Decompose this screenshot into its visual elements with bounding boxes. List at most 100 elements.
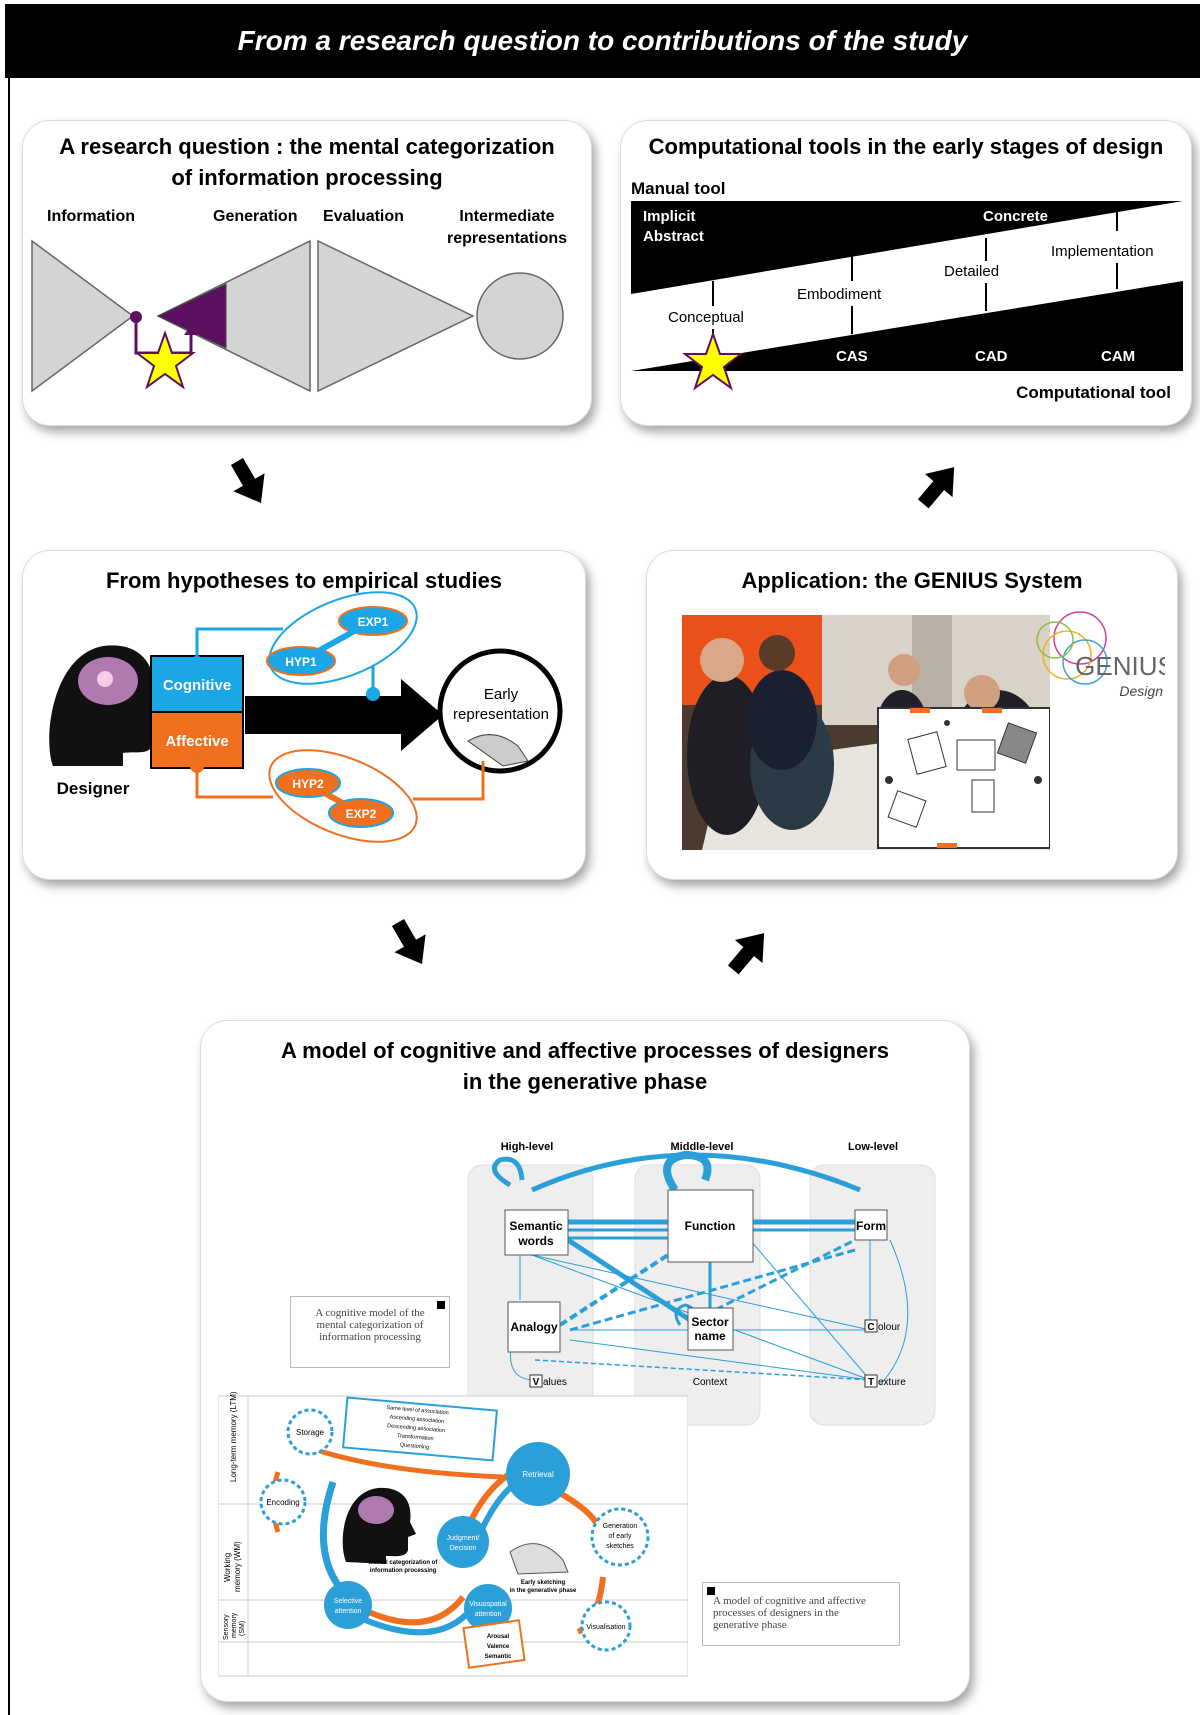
computational-tool-label: Computational tool xyxy=(1016,383,1171,402)
values-letter: V xyxy=(533,1377,540,1388)
sm-label: (SM) xyxy=(239,1621,246,1636)
association-item: Ascending association xyxy=(389,1414,444,1425)
cad-label: CAD xyxy=(975,348,1008,365)
hyp1-exp1-link xyxy=(311,626,360,657)
ltm-label: Long-term memory (LTM) xyxy=(229,1392,238,1482)
link-dot xyxy=(190,656,204,670)
storage-label: Storage xyxy=(296,1428,325,1437)
note-marker xyxy=(707,1587,715,1595)
information-triangle xyxy=(31,239,135,393)
note-line: mental categorization of xyxy=(316,1319,424,1331)
judgment-node xyxy=(437,1516,489,1568)
exp2-link xyxy=(413,761,485,801)
generation-label: Generation xyxy=(603,1523,638,1530)
generation-label: of early xyxy=(609,1533,632,1540)
link-dot xyxy=(190,759,204,773)
association-item: Descending association xyxy=(387,1423,445,1434)
sketch-hand-icon xyxy=(467,734,529,767)
encoding-node xyxy=(259,1478,307,1526)
flow-arc xyxy=(356,1605,476,1636)
texture-rest: exture xyxy=(878,1377,906,1388)
association-box xyxy=(342,1396,498,1462)
hyp1-label: HYP1 xyxy=(285,655,317,669)
note-cognitive-model: A cognitive model of the mental categori… xyxy=(290,1296,450,1368)
photo-scene xyxy=(682,615,1050,850)
main-arrow-shaft xyxy=(245,696,405,734)
arrow-up-icon xyxy=(917,467,955,509)
semantic-words-node xyxy=(504,1209,569,1256)
sector-label: Sector xyxy=(691,1315,729,1329)
high-level-label: High-level xyxy=(501,1141,554,1153)
semantic-label: Semantic xyxy=(509,1219,563,1233)
affect-box xyxy=(462,1619,526,1669)
intermediate-label: Intermediate xyxy=(459,208,554,225)
early-sketch-label: in the generative phase xyxy=(510,1588,577,1594)
judgment-label: Decision xyxy=(450,1545,477,1552)
selective-label: Selective xyxy=(334,1598,363,1605)
hyp-group-2 xyxy=(268,749,418,843)
computational-tools-title: Computational tools in the early stages … xyxy=(648,134,1164,159)
hyp2-label: HYP2 xyxy=(292,777,324,791)
visuospatial-label: attention xyxy=(475,1611,502,1618)
link-dot xyxy=(366,687,380,701)
header-bar: From a research question to contribution… xyxy=(5,4,1200,78)
mind-head-icon xyxy=(342,1487,416,1564)
wm-label: Working xyxy=(223,1553,232,1582)
generation-label: Generation xyxy=(213,208,297,225)
title-line: A model of cognitive and affective proce… xyxy=(280,1038,890,1063)
visuospatial-node xyxy=(464,1584,512,1632)
sector-label: name xyxy=(694,1329,726,1343)
hypotheses-diagram: Designer Cognitive Affective Early repre… xyxy=(49,591,563,843)
arrow-down-icon xyxy=(230,457,265,504)
association-item: Questioning xyxy=(400,1442,430,1451)
judgment-label: Judgment/ xyxy=(447,1535,480,1542)
early-label: Early xyxy=(484,686,519,703)
information-process-diagram: Information Generation Evaluation Interm… xyxy=(31,208,567,393)
visualisation-node xyxy=(580,1600,632,1652)
arrow-up-icon xyxy=(727,933,765,975)
manual-tool-label: Manual tool xyxy=(631,179,725,198)
low-level-label: Low-level xyxy=(848,1141,898,1153)
sm-label: memory xyxy=(231,1612,238,1638)
sketch-hand-icon xyxy=(509,1543,569,1575)
left-border xyxy=(8,78,10,1715)
note-line: generative phase xyxy=(713,1619,787,1631)
detailed-label: Detailed xyxy=(944,263,999,280)
concrete-label: Concrete xyxy=(983,208,1048,225)
exp2-label: EXP2 xyxy=(346,807,377,821)
genius-logo: GENIUS Design xyxy=(1036,611,1165,699)
selective-node xyxy=(324,1581,372,1629)
note-line: A model of cognitive and affective xyxy=(713,1595,866,1607)
evaluation-label: Evaluation xyxy=(323,208,404,225)
form-node xyxy=(854,1209,888,1241)
association-item: Same level of association xyxy=(386,1405,449,1416)
visualisation-label: Visualisation xyxy=(586,1624,625,1631)
mental-label: Mental categorization of xyxy=(369,1560,439,1566)
implicit-label: Implicit xyxy=(643,208,696,225)
generation-triangle xyxy=(156,239,311,393)
arrow-down-icon xyxy=(391,918,426,965)
visuospatial-label: Visuospatial xyxy=(469,1601,507,1608)
information-label: Information xyxy=(47,208,135,225)
hypotheses-card: From hypotheses to empirical studies Des… xyxy=(22,550,586,880)
computational-wedge xyxy=(631,281,1183,371)
mental-label: information processing xyxy=(370,1568,437,1574)
retrieval-node xyxy=(506,1442,570,1506)
semantic-label: words xyxy=(517,1234,554,1248)
evaluation-triangle xyxy=(317,239,475,393)
logo-sub: Design xyxy=(1119,683,1163,699)
early-label: representation xyxy=(453,706,549,723)
association-item: Transformation xyxy=(397,1433,434,1442)
affect-item: Semantic xyxy=(485,1654,512,1660)
feedback-arrowhead xyxy=(184,325,198,335)
exp1-label: EXP1 xyxy=(358,615,389,629)
designer-label: Designer xyxy=(57,779,130,798)
title-line: of information processing xyxy=(171,165,443,190)
cas-label: CAS xyxy=(836,348,868,365)
generation-node xyxy=(590,1507,650,1567)
selective-label: attention xyxy=(335,1608,362,1615)
genius-title: Application: the GENIUS System xyxy=(741,568,1083,593)
affective-link xyxy=(195,768,273,799)
embodiment-label: Embodiment xyxy=(797,286,882,303)
sector-name-node xyxy=(687,1307,734,1351)
